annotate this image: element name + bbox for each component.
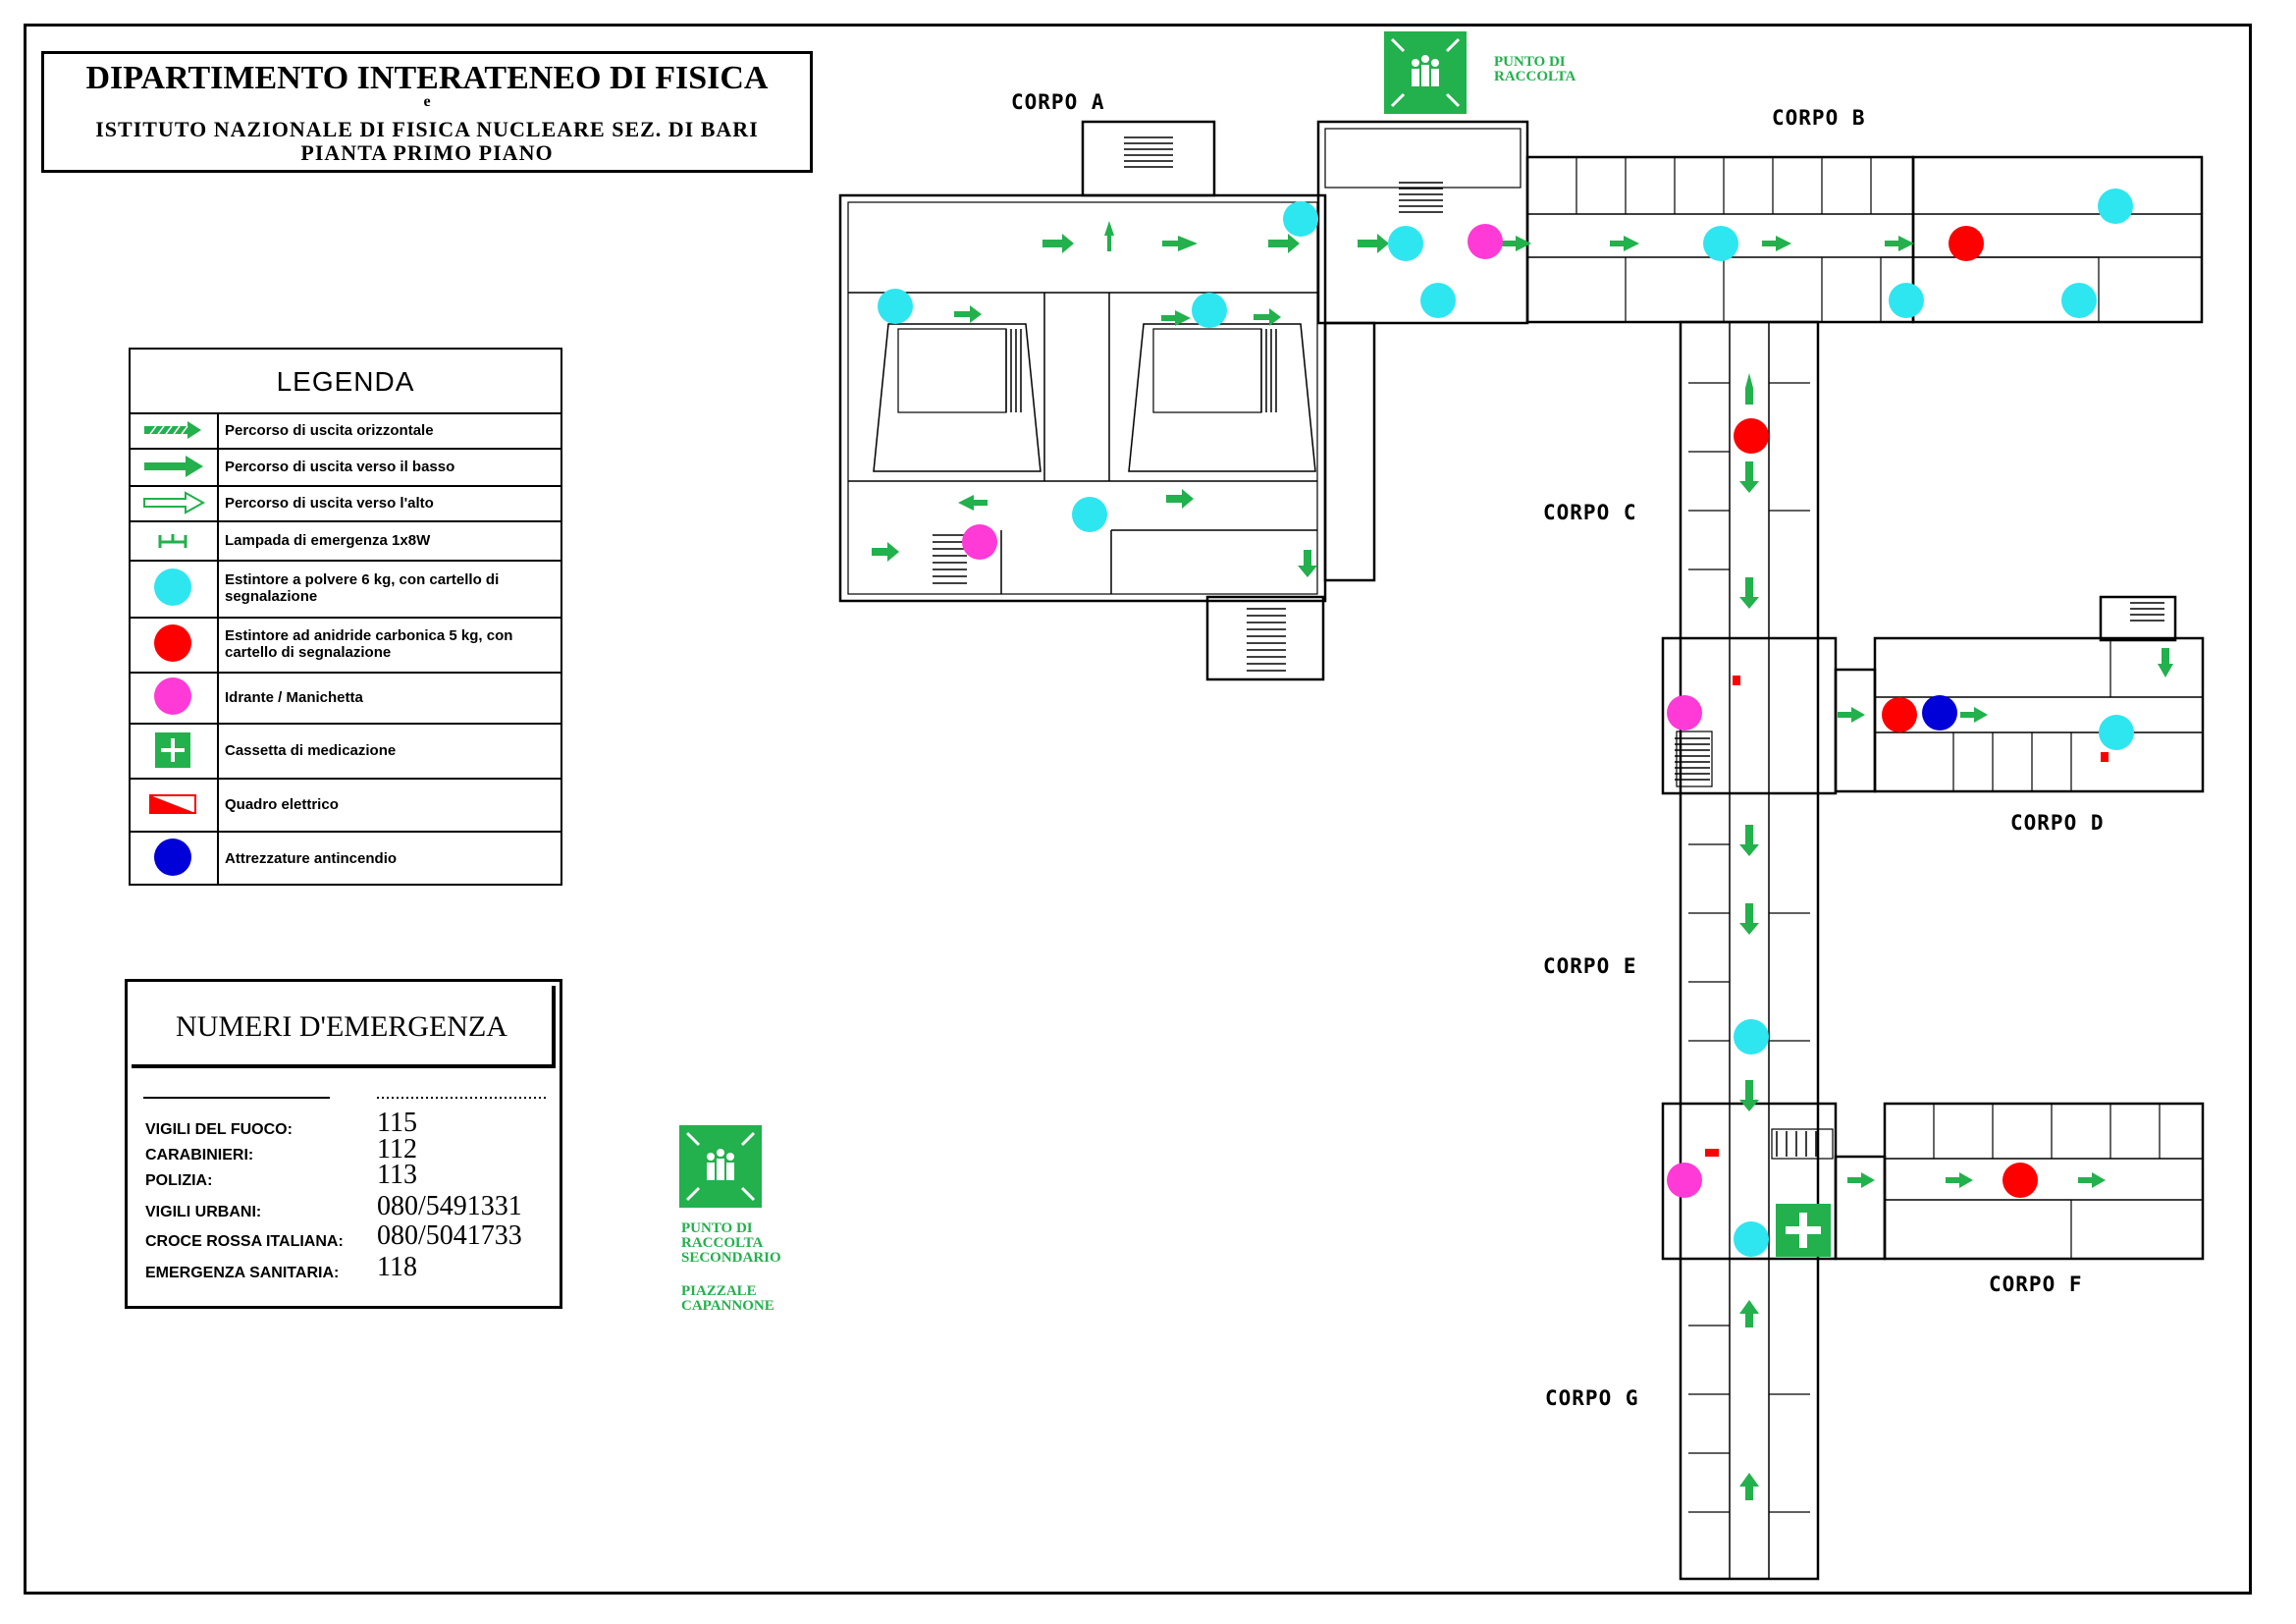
emergency-number: 113 — [377, 1160, 417, 1190]
assembly-point-secondary-label: PUNTO DI RACCOLTA SECONDARIO — [681, 1220, 781, 1266]
wing-label-b: CORPO B — [1772, 106, 1866, 130]
assembly-point-primary-label: PUNTO DI RACCOLTA — [1494, 54, 1576, 84]
legend-label: Idrante / Manichetta — [225, 688, 363, 706]
wing-label-a: CORPO A — [1011, 90, 1105, 114]
legend-row-electric-panel: Quadro elettrico — [131, 778, 561, 833]
legend-label: Percorso di uscita verso il basso — [225, 458, 455, 475]
wing-label-f: CORPO F — [1989, 1272, 2083, 1296]
assembly-point-icon — [1384, 31, 1467, 114]
legend-label: Percorso di uscita verso l'alto — [225, 494, 434, 512]
wing-label-g: CORPO G — [1545, 1386, 1639, 1410]
emergency-title: NUMERI D'EMERGENZA — [132, 986, 556, 1068]
legend-title: LEGENDA — [131, 350, 561, 414]
legend-row-hydrant: Idrante / Manichetta — [131, 672, 561, 725]
legend-row-firefighting-equipment: Attrezzature antincendio — [131, 831, 561, 886]
evacuation-arrows — [872, 221, 2173, 1500]
hatched-arrow-icon — [144, 421, 201, 439]
emergency-label: VIGILI URBANI: — [145, 1204, 262, 1220]
emergency-number: 080/5041733 — [377, 1220, 522, 1251]
legend-row-emergency-lamp: Lampada di emergenza 1x8W — [131, 520, 561, 562]
firefighting-equipment-icon — [154, 839, 191, 876]
legend-row-down-route: Percorso di uscita verso il basso — [131, 448, 561, 487]
legend-row-first-aid: Cassetta di medicazione — [131, 723, 561, 780]
co2-extinguisher-icon — [154, 624, 191, 662]
legend-label: Estintore ad anidride carbonica 5 kg, co… — [225, 627, 513, 661]
hydrant-icon — [154, 677, 191, 715]
legend-row-co2-extinguisher: Estintore ad anidride carbonica 5 kg, co… — [131, 617, 561, 674]
emergency-number: 112 — [377, 1134, 417, 1164]
legend-row-up-route: Percorso di uscita verso l'alto — [131, 485, 561, 522]
fire-safety-equipment — [878, 189, 2134, 1257]
floor-title: PIANTA PRIMO PIANO — [300, 140, 554, 165]
department-title: DIPARTIMENTO INTERATENEO DI FISICA — [85, 60, 769, 96]
electric-panels — [1705, 676, 2109, 1157]
emergency-number: 080/5491331 — [377, 1191, 522, 1221]
wing-label-e: CORPO E — [1543, 954, 1637, 978]
solid-arrow-icon — [144, 456, 203, 477]
legend-label: Attrezzature antincendio — [225, 849, 398, 867]
title-block: DIPARTIMENTO INTERATENEO DI FISICA e IST… — [41, 51, 813, 173]
wing-label-c: CORPO C — [1543, 501, 1637, 524]
electric-panel-icon — [149, 794, 196, 814]
wing-label-d: CORPO D — [2010, 811, 2105, 835]
legend-label: Lampada di emergenza 1x8W — [225, 531, 431, 549]
emergency-number: 115 — [377, 1108, 417, 1138]
powder-extinguisher-icon — [154, 568, 191, 606]
staircases — [933, 136, 2164, 1157]
assembly-point-secondary-place: PIAZZALE CAPANNONE — [681, 1283, 774, 1314]
blank-lines — [143, 1097, 548, 1099]
institute-title: ISTITUTO NAZIONALE DI FISICA NUCLEARE SE… — [95, 117, 759, 141]
emergency-lamp-icon — [158, 534, 187, 548]
legend-label: Quadro elettrico — [225, 795, 339, 813]
emergency-label: EMERGENZA SANITARIA: — [145, 1265, 340, 1281]
emergency-label: CROCE ROSSA ITALIANA: — [145, 1233, 344, 1250]
assembly-point-icon — [679, 1125, 762, 1208]
page-frame — [24, 24, 2252, 1595]
emergency-numbers: NUMERI D'EMERGENZA VIGILI DEL FUOCO: 115… — [125, 979, 562, 1309]
legend-row-powder-extinguisher: Estintore a polvere 6 kg, con cartello d… — [131, 560, 561, 619]
legend-label: Cassetta di medicazione — [225, 741, 397, 759]
emergency-label: POLIZIA: — [145, 1172, 213, 1189]
emergency-number: 118 — [377, 1252, 417, 1282]
first-aid-icon — [155, 732, 190, 768]
outline-arrow-icon — [143, 491, 206, 514]
legend-label: Estintore a polvere 6 kg, con cartello d… — [225, 571, 500, 605]
emergency-label: CARABINIERI: — [145, 1147, 254, 1164]
first-aid-box — [1776, 1204, 1831, 1257]
emergency-label: VIGILI DEL FUOCO: — [145, 1121, 293, 1138]
legend-row-horizontal-route: Percorso di uscita orizzontale — [131, 412, 561, 450]
title-conjunction: e — [423, 93, 431, 110]
legend: LEGENDA Percorso di uscita orizzontale P… — [129, 348, 562, 886]
legend-label: Percorso di uscita orizzontale — [225, 421, 434, 439]
